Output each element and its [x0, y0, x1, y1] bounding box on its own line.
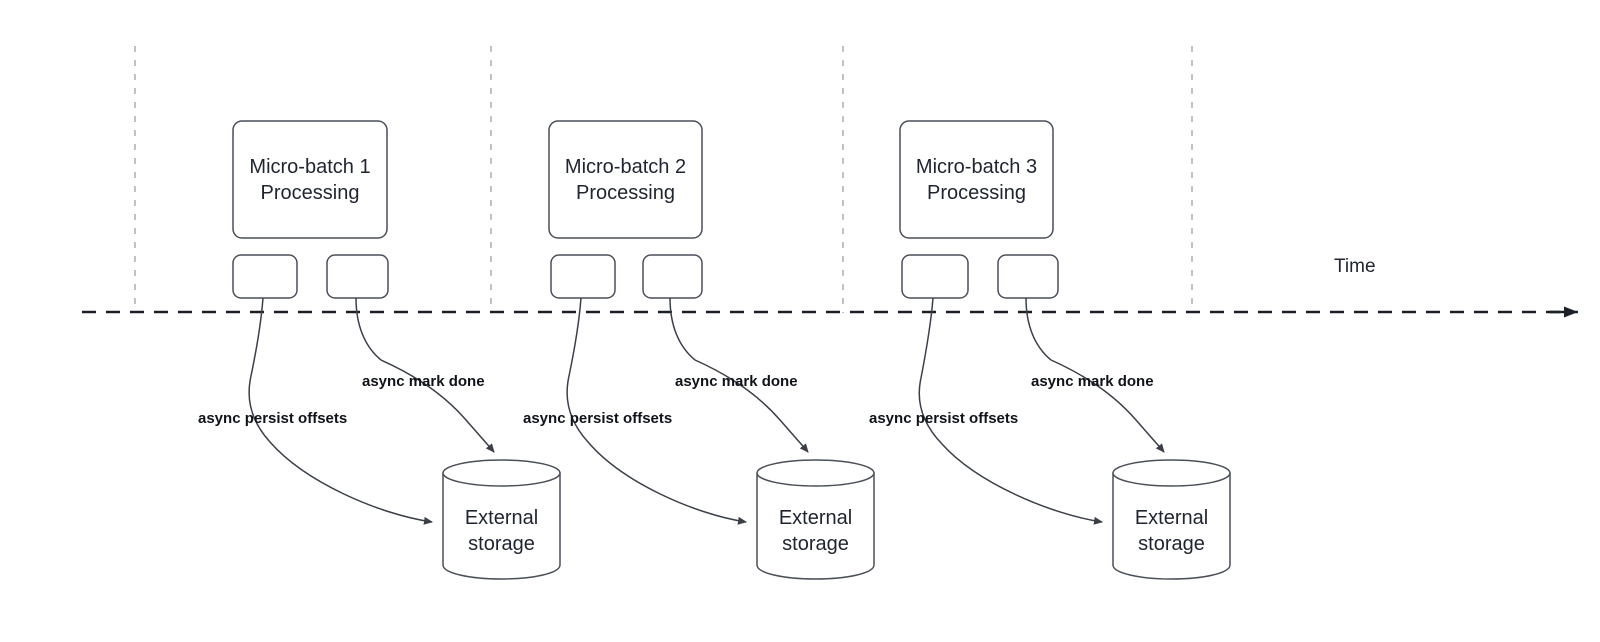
batch-box-2	[548, 120, 703, 239]
batch-box-3[interactable]	[900, 121, 1053, 238]
edge-1a-stem	[250, 297, 264, 377]
edge-1b-stem	[355, 297, 382, 361]
storage-cylinder-1[interactable]	[443, 460, 560, 579]
edge-3a-stem	[920, 297, 934, 379]
storage-cylinder-1-body	[442, 472, 561, 580]
task-box-3b	[997, 254, 1059, 299]
task-box-3a[interactable]	[902, 255, 968, 298]
task-box-2b	[642, 254, 703, 299]
task-box-1b[interactable]	[327, 255, 388, 298]
separator-lines	[134, 46, 1193, 313]
group-2-shapes	[548, 120, 875, 580]
storage-cylinder-3-body	[1112, 472, 1231, 580]
task-box-2a	[550, 254, 616, 299]
group-1-shapes	[232, 120, 561, 580]
edge-2a-stem	[568, 297, 582, 377]
edge-label-2-mark-done: async mark done	[675, 373, 798, 390]
edge-label-3-persist-offsets: async persist offsets	[869, 410, 1019, 427]
task-box-2a[interactable]	[551, 255, 615, 298]
task-box-1a[interactable]	[233, 255, 297, 298]
storage-cylinder-2-body	[756, 472, 875, 580]
storage-cylinder-2-top	[756, 459, 875, 487]
task-box-2b[interactable]	[643, 255, 702, 298]
edge-2-persist-offsets	[566, 375, 747, 525]
edge-label-1-mark-done: async mark done	[362, 373, 485, 390]
batch-box-1[interactable]	[233, 121, 387, 238]
task-box-1b	[326, 254, 389, 299]
edge-1-mark-done	[380, 359, 495, 453]
storage-cylinder-1-top	[442, 459, 561, 487]
edge-label-2-persist-offsets: async persist offsets	[523, 410, 673, 427]
task-box-3b[interactable]	[998, 255, 1058, 298]
edge-label-1-persist-offsets: async persist offsets	[198, 410, 348, 427]
edge-label-3-mark-done: async mark done	[1031, 373, 1154, 390]
storage-cylinder-2[interactable]	[757, 460, 874, 579]
storage-cylinder-3[interactable]	[1113, 460, 1230, 579]
edge-3-mark-done	[1050, 359, 1165, 453]
edge-3-persist-offsets	[918, 377, 1103, 525]
group-3-shapes	[899, 120, 1231, 580]
batch-box-3	[899, 120, 1054, 239]
edge-1-persist-offsets	[248, 375, 433, 525]
edge-3b-stem	[1025, 297, 1052, 361]
batch-box-1	[232, 120, 388, 239]
time-axis-label: Time	[1334, 256, 1376, 277]
task-box-3a	[901, 254, 969, 299]
storage-cylinder-3-top	[1112, 459, 1231, 487]
edge-2-mark-done	[694, 359, 809, 453]
batch-box-2[interactable]	[549, 121, 702, 238]
task-box-1a	[232, 254, 298, 299]
edge-2b-stem	[669, 297, 696, 361]
